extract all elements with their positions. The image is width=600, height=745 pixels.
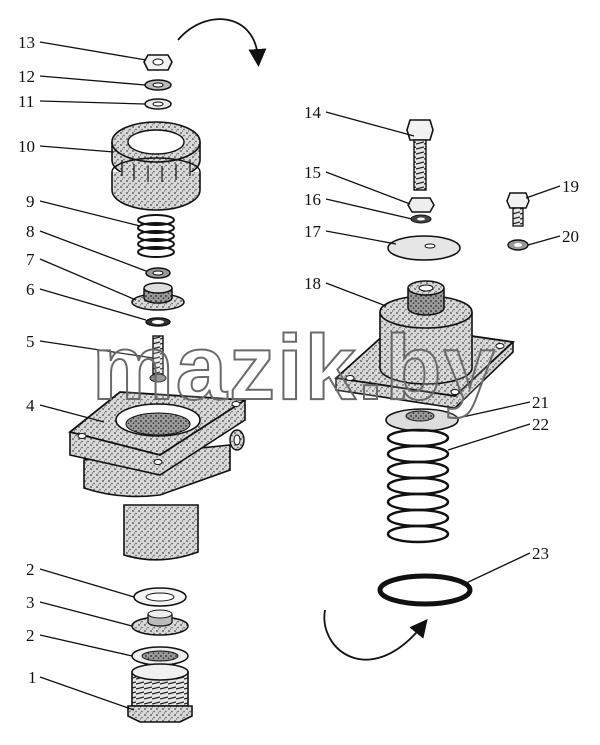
label-part-21: 21	[532, 393, 549, 412]
label-part-6: 6	[26, 280, 35, 299]
part-9-spring	[137, 214, 175, 258]
part-2-gasket-upper	[133, 587, 187, 607]
part-18-cover	[333, 280, 515, 409]
label-part-15: 15	[304, 163, 321, 182]
part-21-spring-seat	[385, 408, 459, 432]
part-10-rings	[111, 121, 201, 211]
part-14-bolt	[406, 119, 434, 191]
part-7-valve-seat	[131, 282, 185, 311]
label-part-14: 14	[304, 103, 321, 122]
label-part-11: 11	[18, 92, 35, 111]
part-2-gasket-lower	[131, 646, 189, 666]
label-part-16: 16	[304, 190, 321, 209]
part-17-plate-washer	[387, 235, 461, 261]
label-part-22: 22	[532, 415, 549, 434]
part-3-insert	[131, 609, 189, 636]
rotation-arrow-top	[177, 18, 267, 67]
label-part-2-lower: 2	[26, 626, 35, 645]
part-12-washer	[144, 79, 172, 91]
label-part-5: 5	[26, 332, 35, 351]
label-part-4: 4	[26, 396, 35, 415]
part-4-valve-body	[68, 391, 248, 561]
part-5-valve-stem	[149, 335, 167, 383]
part-1-threaded-fitting	[127, 663, 193, 723]
part-8-washer	[145, 267, 171, 279]
label-part-13: 13	[18, 33, 35, 52]
rotation-arrow-bottom	[323, 609, 428, 661]
label-part-2-upper: 2	[26, 560, 35, 579]
label-part-12: 12	[18, 67, 35, 86]
label-part-3: 3	[26, 593, 35, 612]
part-22-spring	[386, 428, 450, 544]
part-19-bolt	[506, 192, 530, 227]
label-part-8: 8	[26, 222, 35, 241]
label-part-18: 18	[304, 274, 321, 293]
watermark: mazik.by	[91, 317, 497, 419]
label-part-1: 1	[28, 668, 37, 687]
label-part-23: 23	[532, 544, 549, 563]
part-20-washer	[507, 239, 529, 251]
part-11-washer	[144, 98, 172, 110]
label-part-20: 20	[562, 227, 579, 246]
part-16-washer	[410, 214, 432, 224]
part-15-nut	[407, 197, 435, 213]
label-part-7: 7	[26, 250, 35, 269]
part-13-nut	[143, 54, 173, 71]
label-part-9: 9	[26, 192, 35, 211]
label-part-17: 17	[304, 222, 321, 241]
label-part-19: 19	[562, 177, 579, 196]
part-23-sealing-ring	[377, 573, 473, 607]
leader-lines	[39, 41, 561, 711]
part-6-ring	[145, 317, 171, 327]
label-part-10: 10	[18, 137, 35, 156]
